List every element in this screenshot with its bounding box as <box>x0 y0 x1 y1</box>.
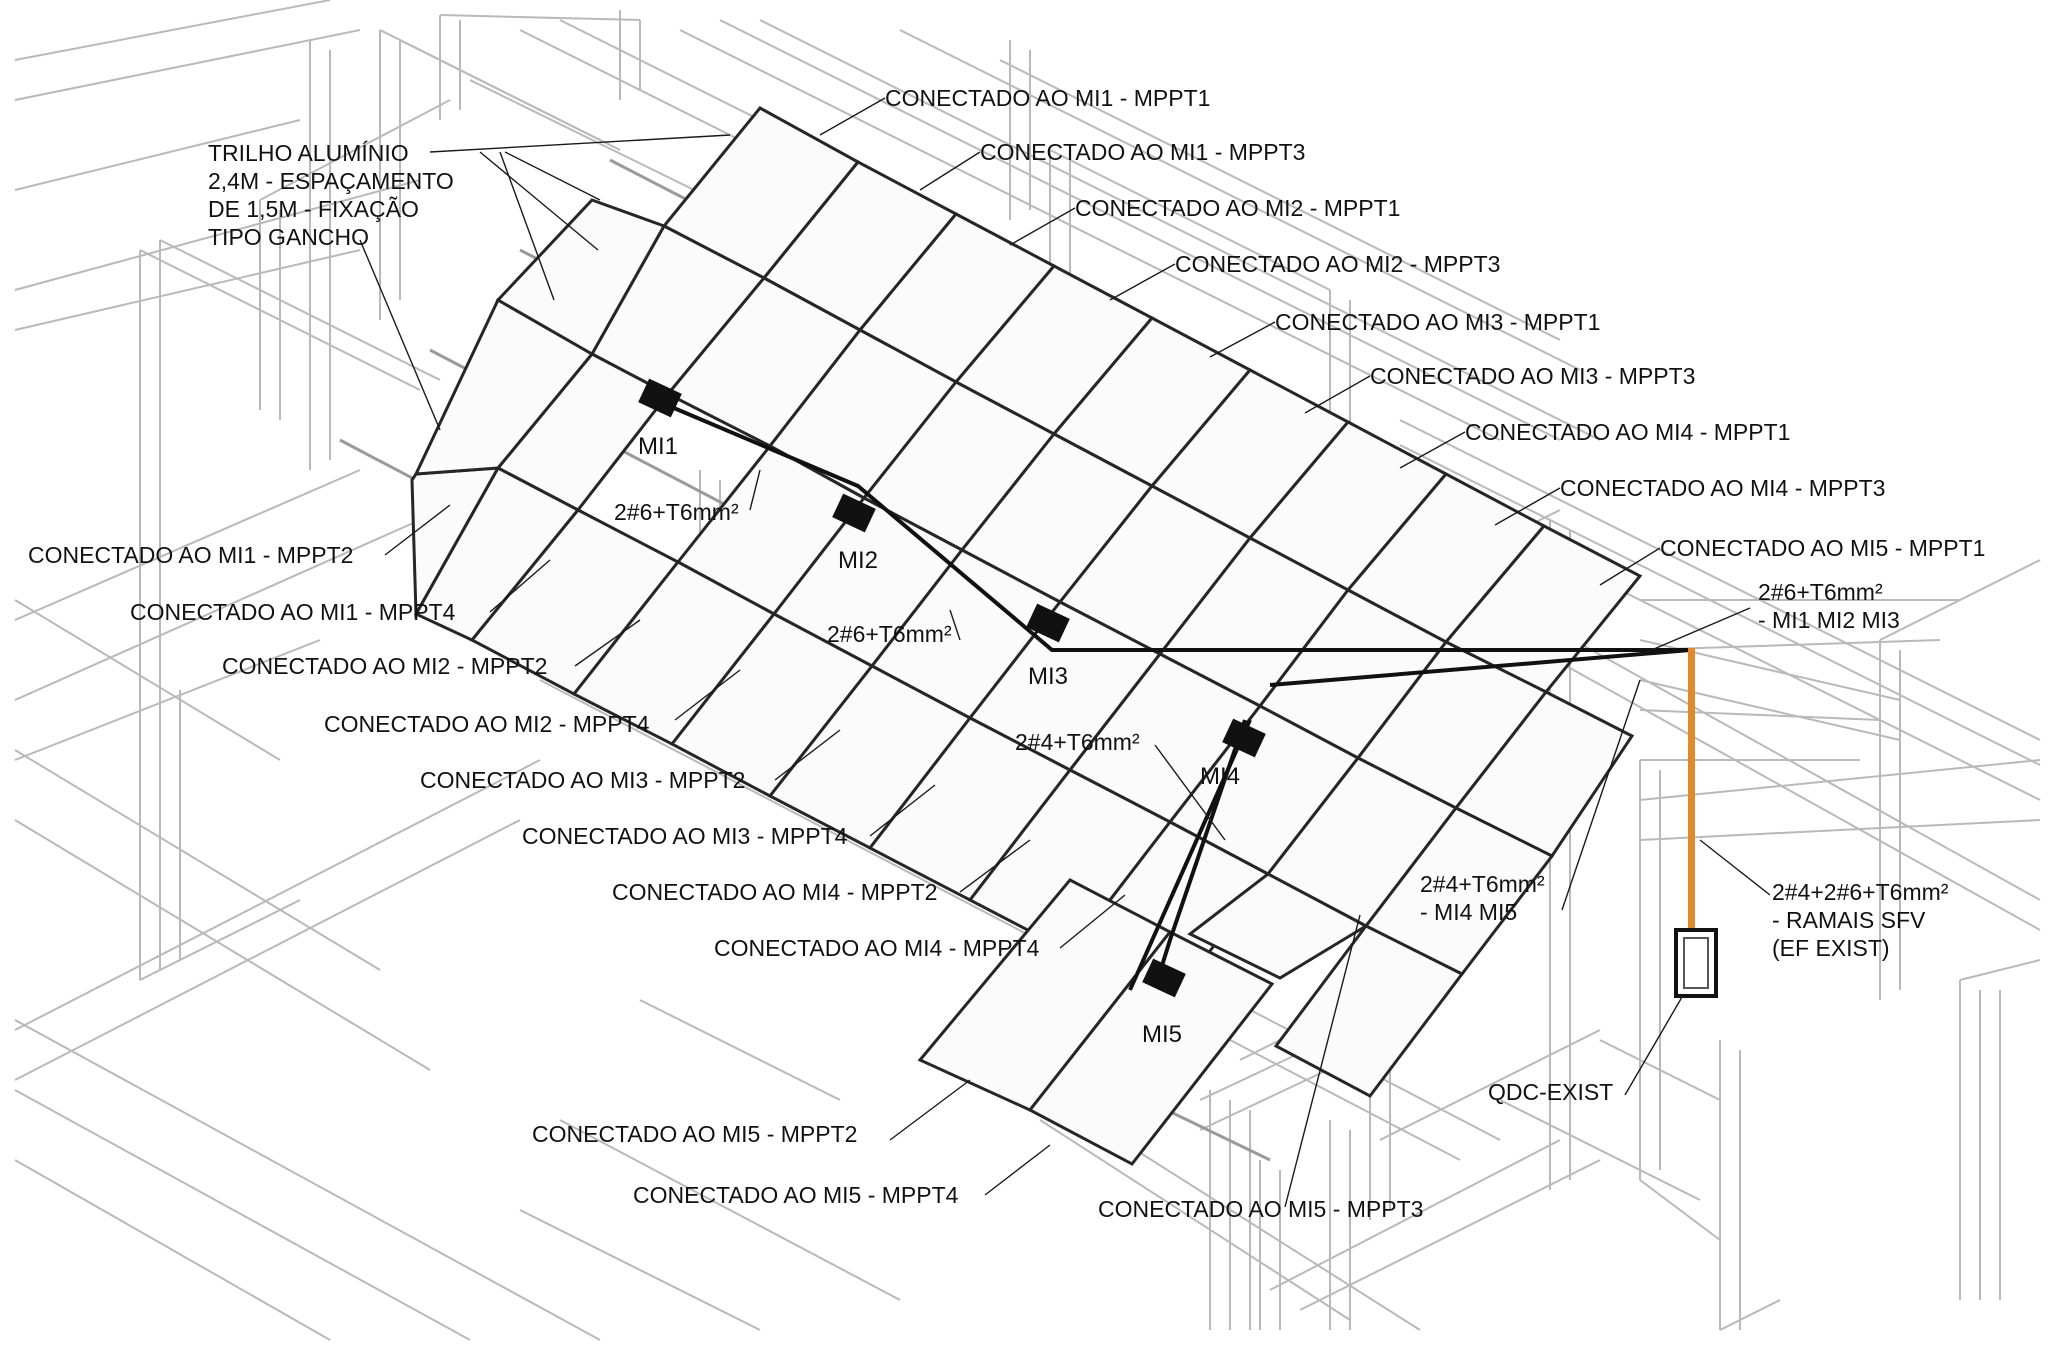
ramais-label: - RAMAIS SFV <box>1772 907 1926 933</box>
connection-label: CONECTADO AO MI3 - MPPT3 <box>1370 363 1695 389</box>
feeder-label: 2#4+T6mm² <box>1420 871 1545 897</box>
microinverter-icon <box>1222 718 1266 758</box>
inverter-tag: MI1 <box>638 433 678 460</box>
microinverter-icon <box>1142 958 1186 998</box>
feeder-label: - MI1 MI2 MI3 <box>1758 607 1900 633</box>
connection-label: CONECTADO AO MI3 - MPPT4 <box>522 823 848 849</box>
inverter-tag: MI3 <box>1028 663 1068 690</box>
rail-note-line: 2,4M - ESPAÇAMENTO <box>208 168 454 194</box>
pv-module <box>1187 872 1370 980</box>
feeder-label: - MI4 MI5 <box>1420 899 1517 925</box>
connection-label: CONECTADO AO MI2 - MPPT3 <box>1175 251 1500 277</box>
cable-routing <box>654 398 1691 991</box>
connection-label: CONECTADO AO MI4 - MPPT3 <box>1560 475 1885 501</box>
connection-label: CONECTADO AO MI5 - MPPT2 <box>532 1121 857 1147</box>
rail-note-line: TRILHO ALUMÍNIO <box>208 140 409 166</box>
pv-array <box>410 106 1643 1166</box>
connection-label: CONECTADO AO MI1 - MPPT4 <box>130 599 456 625</box>
connection-label: CONECTADO AO MI1 - MPPT1 <box>885 85 1210 111</box>
microinverter-icon <box>638 378 682 418</box>
connection-label: CONECTADO AO MI1 - MPPT2 <box>28 542 353 568</box>
ramais-label: (EF EXIST) <box>1772 935 1890 961</box>
rail-note-line: TIPO GANCHO <box>208 224 369 250</box>
connection-label: CONECTADO AO MI5 - MPPT4 <box>633 1182 959 1208</box>
microinverter-icon <box>832 493 876 533</box>
ramais-label: 2#4+2#6+T6mm² <box>1772 879 1949 905</box>
microinverter-icon <box>1026 603 1070 643</box>
connection-label: CONECTADO AO MI4 - MPPT4 <box>714 935 1040 961</box>
connection-label: CONECTADO AO MI1 - MPPT3 <box>980 139 1305 165</box>
microinverters <box>638 378 1266 998</box>
orange-conduit <box>1688 648 1695 928</box>
cable-label: 2#6+T6mm² <box>827 621 952 647</box>
leader-lines <box>359 97 1771 1208</box>
connection-label: CONECTADO AO MI3 - MPPT1 <box>1275 309 1600 335</box>
connection-label: CONECTADO AO MI4 - MPPT1 <box>1465 419 1790 445</box>
pv-module <box>1273 924 1465 1098</box>
connection-label: CONECTADO AO MI2 - MPPT2 <box>222 653 547 679</box>
cable-label: 2#4+T6mm² <box>1015 729 1140 755</box>
pv-module <box>1027 930 1275 1166</box>
rail-note-line: DE 1,5M - FIXAÇÃO <box>208 196 419 222</box>
qdc-panel <box>1674 928 1718 998</box>
connection-label: CONECTADO AO MI4 - MPPT2 <box>612 879 937 905</box>
qdc-label: QDC-EXIST <box>1488 1079 1613 1105</box>
feeder-label: 2#6+T6mm² <box>1758 579 1883 605</box>
connection-label: CONECTADO AO MI2 - MPPT1 <box>1075 195 1400 221</box>
connection-label: CONECTADO AO MI2 - MPPT4 <box>324 711 650 737</box>
connection-label: CONECTADO AO MI5 - MPPT3 <box>1098 1196 1423 1222</box>
connection-label: CONECTADO AO MI5 - MPPT1 <box>1660 535 1985 561</box>
inverter-tag: MI5 <box>1142 1021 1182 1048</box>
connection-label: CONECTADO AO MI3 - MPPT2 <box>420 767 745 793</box>
cable-label: 2#6+T6mm² <box>614 499 739 525</box>
inverter-tag: MI2 <box>838 547 878 574</box>
inverter-tag: MI4 <box>1200 763 1240 790</box>
pv-module <box>495 198 667 357</box>
